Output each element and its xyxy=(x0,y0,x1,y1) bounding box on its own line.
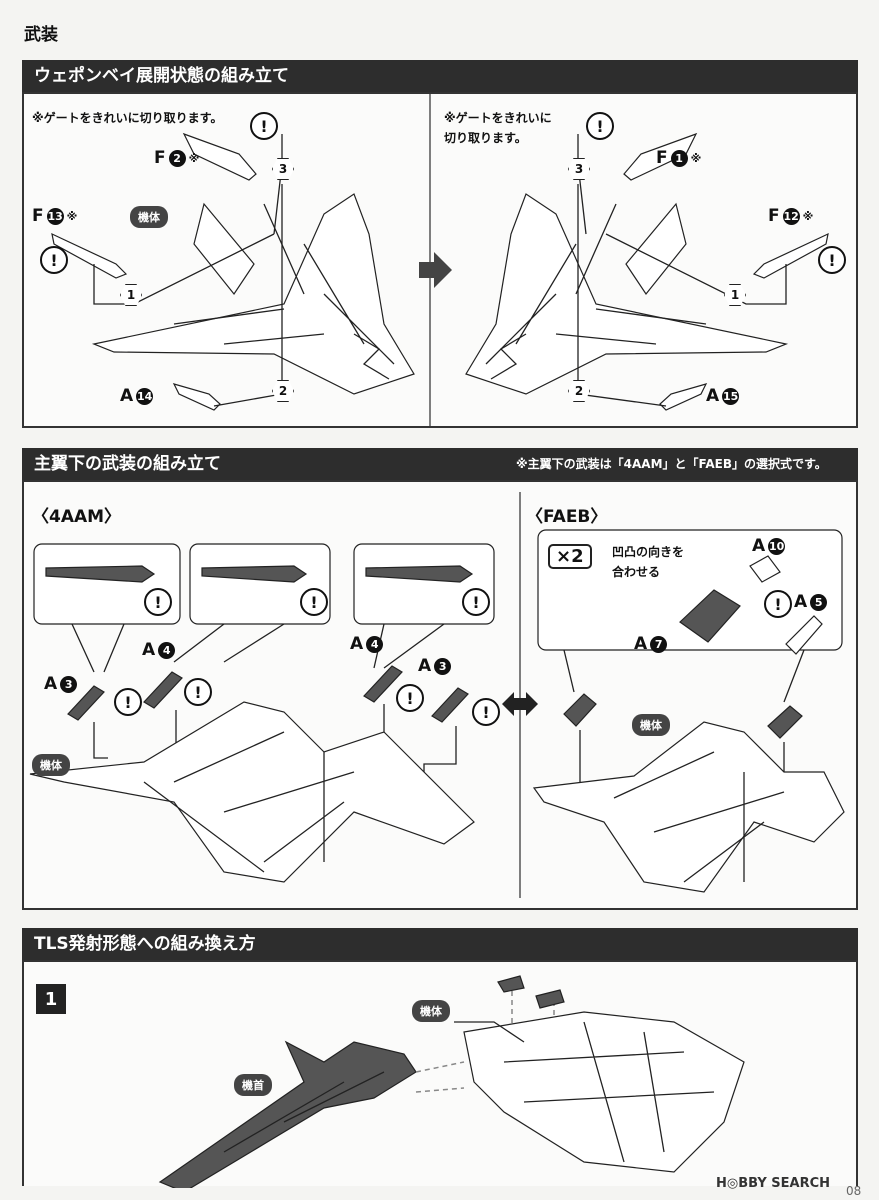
part-f13-shape xyxy=(51,232,128,279)
weapon-bay-header: ウェポンベイ展開状態の組み立て xyxy=(22,60,858,92)
fuselage-tag: 機体 xyxy=(632,714,670,736)
fuselage-tag: 機体 xyxy=(130,206,168,228)
tls-fuselage-drawing xyxy=(454,1011,745,1173)
watermark-logo: H◎BBY SEARCH xyxy=(716,1176,831,1191)
step-marker-1: 1 xyxy=(724,284,746,306)
step-marker-3: 3 xyxy=(568,158,590,180)
underwing-illustration xyxy=(29,492,845,898)
step-marker-2: 2 xyxy=(272,380,294,402)
faeb-multiplier: ×2 xyxy=(548,544,592,569)
right-aircraft-drawing xyxy=(465,193,789,395)
step-marker-1: 1 xyxy=(120,284,142,306)
page-number: 08 xyxy=(846,1184,862,1198)
caution-icon: ! xyxy=(818,246,846,274)
underwing-select-note: ※主翼下の武装は「4AAM」と「FAEB」の選択式です。 xyxy=(516,457,827,471)
option-4aam-label: 〈4AAM〉 xyxy=(32,507,122,527)
aircraft-4aam-drawing xyxy=(29,701,475,883)
faeb-alignment-callout: 凹凸の向きを 合わせる xyxy=(612,545,685,579)
step-marker-2: 2 xyxy=(568,380,590,402)
caution-icon: ! xyxy=(764,590,792,618)
part-a14-shape xyxy=(172,383,221,411)
gate-note-left: ※ゲートをきれいに切り取ります。 xyxy=(32,111,223,125)
tls-illustration xyxy=(158,975,745,1188)
part-f1-shape xyxy=(623,132,698,181)
caution-icon: ! xyxy=(250,112,278,140)
tls-header: TLS発射形態への組み換え方 xyxy=(22,928,858,960)
aircraft-faeb-drawing xyxy=(532,721,845,893)
caution-icon: ! xyxy=(114,688,142,716)
part-f2-shape xyxy=(182,132,257,181)
caution-icon: ! xyxy=(396,684,424,712)
section-title: 武装 xyxy=(24,25,58,45)
step-number-badge: 1 xyxy=(36,984,66,1014)
fuselage-tag: 機体 xyxy=(412,1000,450,1022)
part-a15-shape xyxy=(659,383,708,411)
gate-note-right: ※ゲートをきれいに 切り取ります。 xyxy=(444,111,552,145)
caution-icon: ! xyxy=(184,678,212,706)
caution-icon: ! xyxy=(40,246,68,274)
step-marker-3: 3 xyxy=(272,158,294,180)
caution-icon: ! xyxy=(144,588,172,616)
caution-icon: ! xyxy=(472,698,500,726)
caution-icon: ! xyxy=(300,588,328,616)
caution-icon: ! xyxy=(586,112,614,140)
fuselage-tag: 機体 xyxy=(32,754,70,776)
caution-icon: ! xyxy=(462,588,490,616)
weapon-bay-illustration xyxy=(51,94,829,426)
underwing-header: 主翼下の武装の組み立て xyxy=(22,448,858,480)
left-aircraft-drawing xyxy=(91,193,415,395)
tls-panel: 1 機体 機首 xyxy=(22,960,858,1188)
option-faeb-label: 〈FAEB〉 xyxy=(526,507,608,527)
part-f12-shape xyxy=(752,232,829,279)
nose-tag: 機首 xyxy=(234,1074,272,1096)
